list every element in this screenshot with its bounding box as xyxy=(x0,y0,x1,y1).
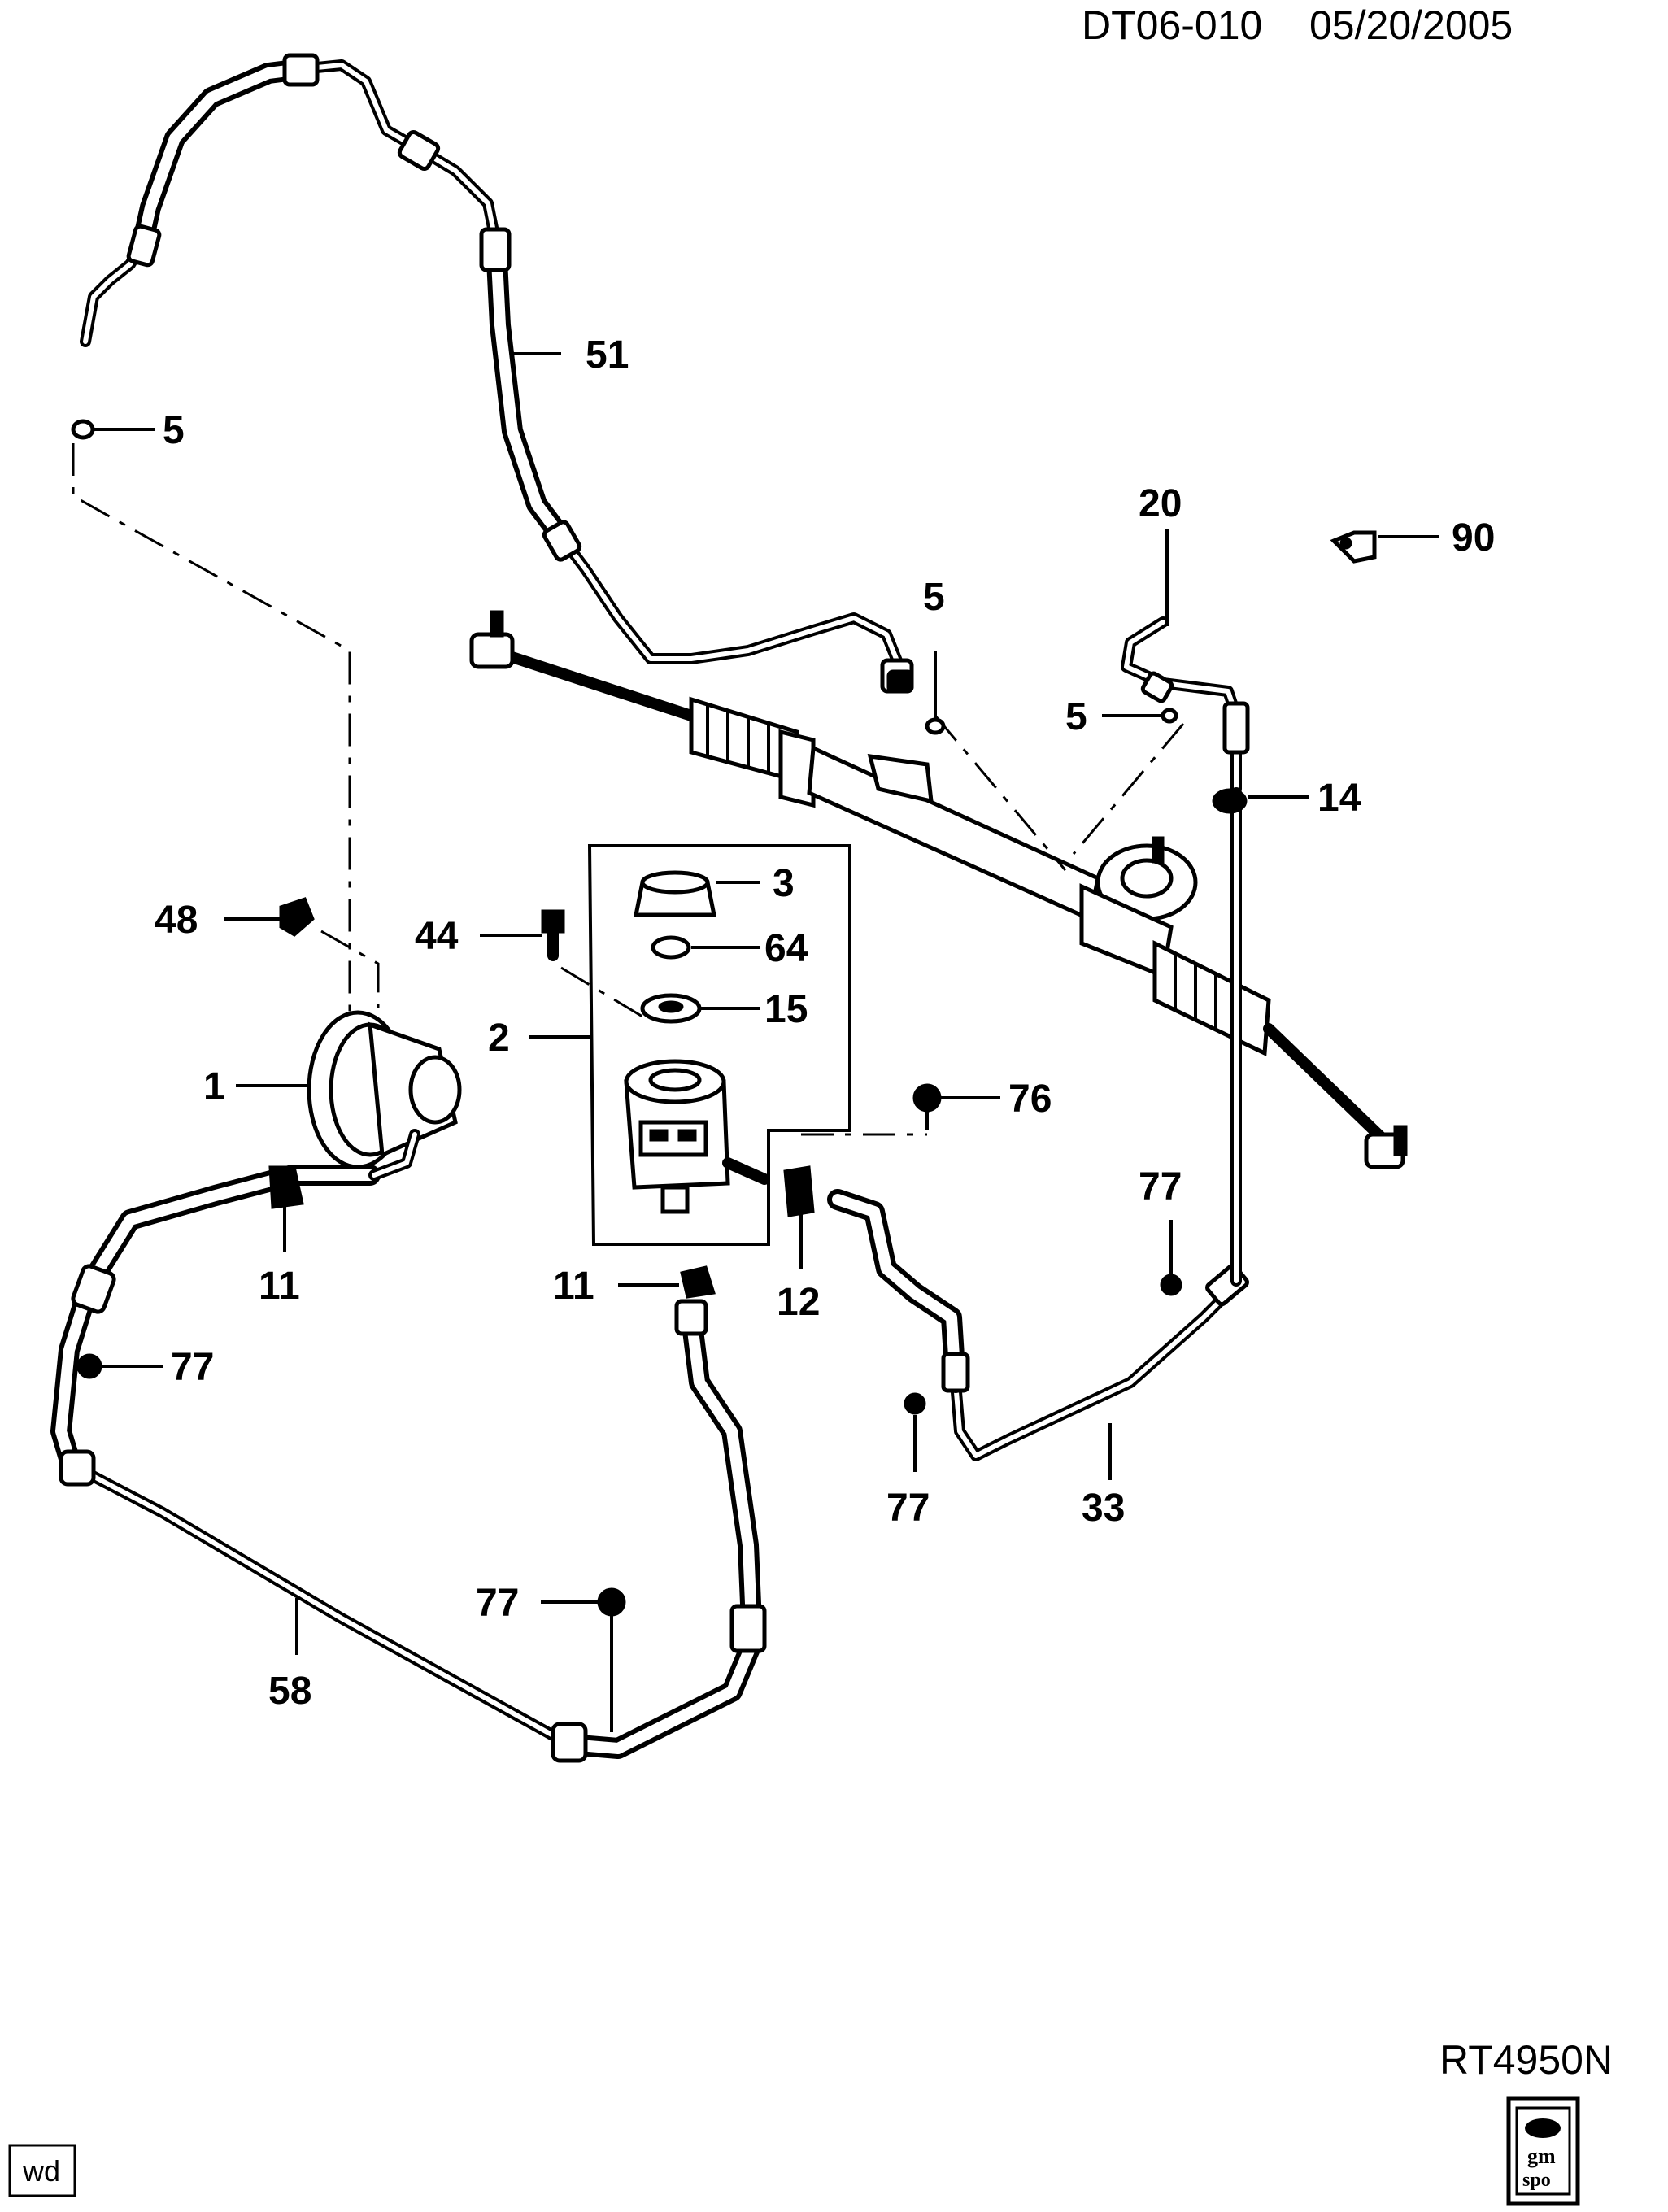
diagram-code: DT06-010 xyxy=(1082,2,1262,48)
logo-text-spo: spo xyxy=(1522,2170,1551,2191)
callout-2: 2 xyxy=(488,1017,510,1060)
callout-15: 15 xyxy=(764,988,808,1031)
callout-3: 3 xyxy=(773,862,795,905)
leader-lines xyxy=(94,352,1439,1732)
callout-58: 58 xyxy=(268,1670,311,1713)
alignment-lines xyxy=(72,443,1185,1136)
callout-12: 12 xyxy=(777,1281,820,1324)
wd-badge-text: wd xyxy=(22,2154,60,2188)
callout-64: 64 xyxy=(764,927,808,970)
power-steering-pump-1 xyxy=(307,1010,462,1181)
callout-14: 14 xyxy=(1317,777,1361,820)
callout-48: 48 xyxy=(155,899,198,942)
pressure-hose-51 xyxy=(80,53,914,694)
logo-text-gm: gm xyxy=(1527,2145,1556,2168)
callout-1: 1 xyxy=(203,1065,225,1108)
wd-badge: wd xyxy=(8,2144,76,2197)
callout-77-right: 77 xyxy=(1139,1165,1182,1208)
callout-labels: 51 5 5 20 90 5 5 14 3 64 15 48 44 2 1 76… xyxy=(155,333,1495,1713)
reservoir-assembly-2 xyxy=(541,844,851,1246)
return-line-20 xyxy=(1121,616,1250,795)
return-line-33 xyxy=(827,787,1249,1461)
callout-44: 44 xyxy=(415,915,459,958)
nut-48 xyxy=(279,897,315,937)
callout-5-right: 5 xyxy=(1065,695,1087,738)
callout-77-lower: 77 xyxy=(476,1582,519,1625)
callout-20: 20 xyxy=(1139,482,1182,525)
callout-90: 90 xyxy=(1452,516,1495,560)
callout-11-left: 11 xyxy=(259,1265,300,1308)
clip-90 xyxy=(1330,530,1377,564)
callout-5-rack: 5 xyxy=(923,576,945,619)
reference-code: RT4950N xyxy=(1439,2037,1613,2083)
callout-77-bottom: 77 xyxy=(886,1487,930,1530)
callout-11-center: 11 xyxy=(553,1265,594,1308)
feed-hose-58 xyxy=(50,1165,767,1763)
callout-5-top-left: 5 xyxy=(163,409,185,452)
callout-76: 76 xyxy=(1008,1078,1052,1121)
gm-spo-logo: gm spo xyxy=(1506,2096,1580,2206)
diagram-date: 05/20/2005 xyxy=(1309,2,1513,48)
callout-51: 51 xyxy=(586,333,629,377)
callout-33: 33 xyxy=(1082,1487,1125,1530)
callout-77-left: 77 xyxy=(171,1346,214,1389)
steering-rack xyxy=(469,610,1408,1169)
